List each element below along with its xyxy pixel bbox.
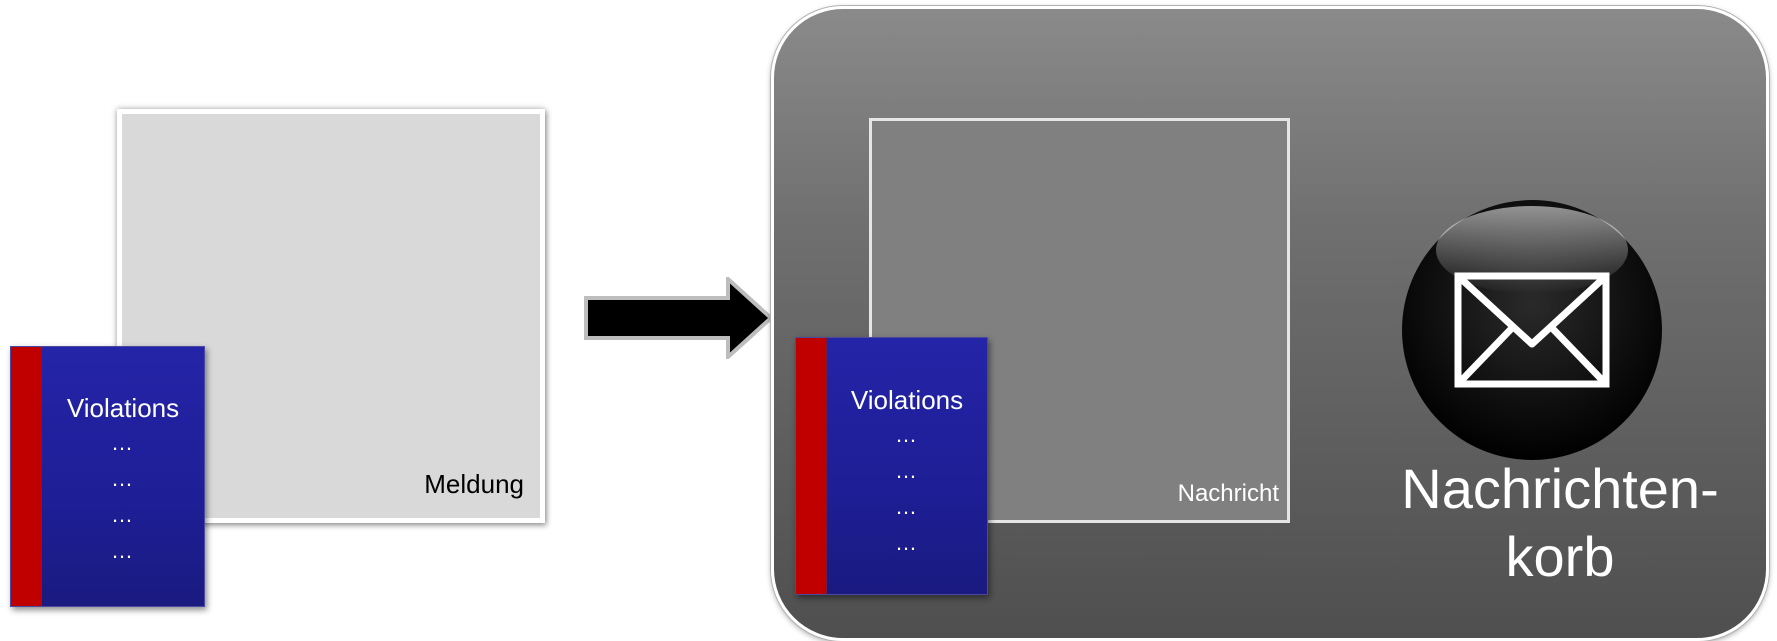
book-cover: Violations … … … …: [42, 347, 204, 606]
book-line: …: [895, 458, 919, 483]
book-title: Violations: [66, 393, 180, 423]
nachricht-label: Nachricht: [1177, 480, 1279, 507]
book-line: …: [111, 466, 135, 491]
book-line: …: [895, 422, 919, 447]
book-line: …: [895, 530, 919, 555]
book-title: Violations: [850, 385, 964, 415]
book-spine: [796, 338, 827, 594]
basket-label-line1: Nachrichten-: [1401, 457, 1719, 520]
book-cover: Violations … … … …: [827, 338, 987, 594]
message-basket-label: Nachrichten- korb: [1360, 455, 1760, 591]
violations-book-right: Violations … … … …: [795, 337, 988, 595]
meldung-label: Meldung: [424, 469, 524, 499]
envelope-icon: [1402, 200, 1662, 460]
basket-label-line2: korb: [1505, 525, 1615, 588]
book-spine: [11, 347, 42, 606]
book-line: …: [111, 502, 135, 527]
book-line: …: [111, 430, 135, 455]
book-line: …: [895, 494, 919, 519]
violations-book-left: Violations … … … …: [10, 346, 205, 607]
book-line: …: [111, 538, 135, 563]
right-arrow-icon: [584, 277, 773, 359]
